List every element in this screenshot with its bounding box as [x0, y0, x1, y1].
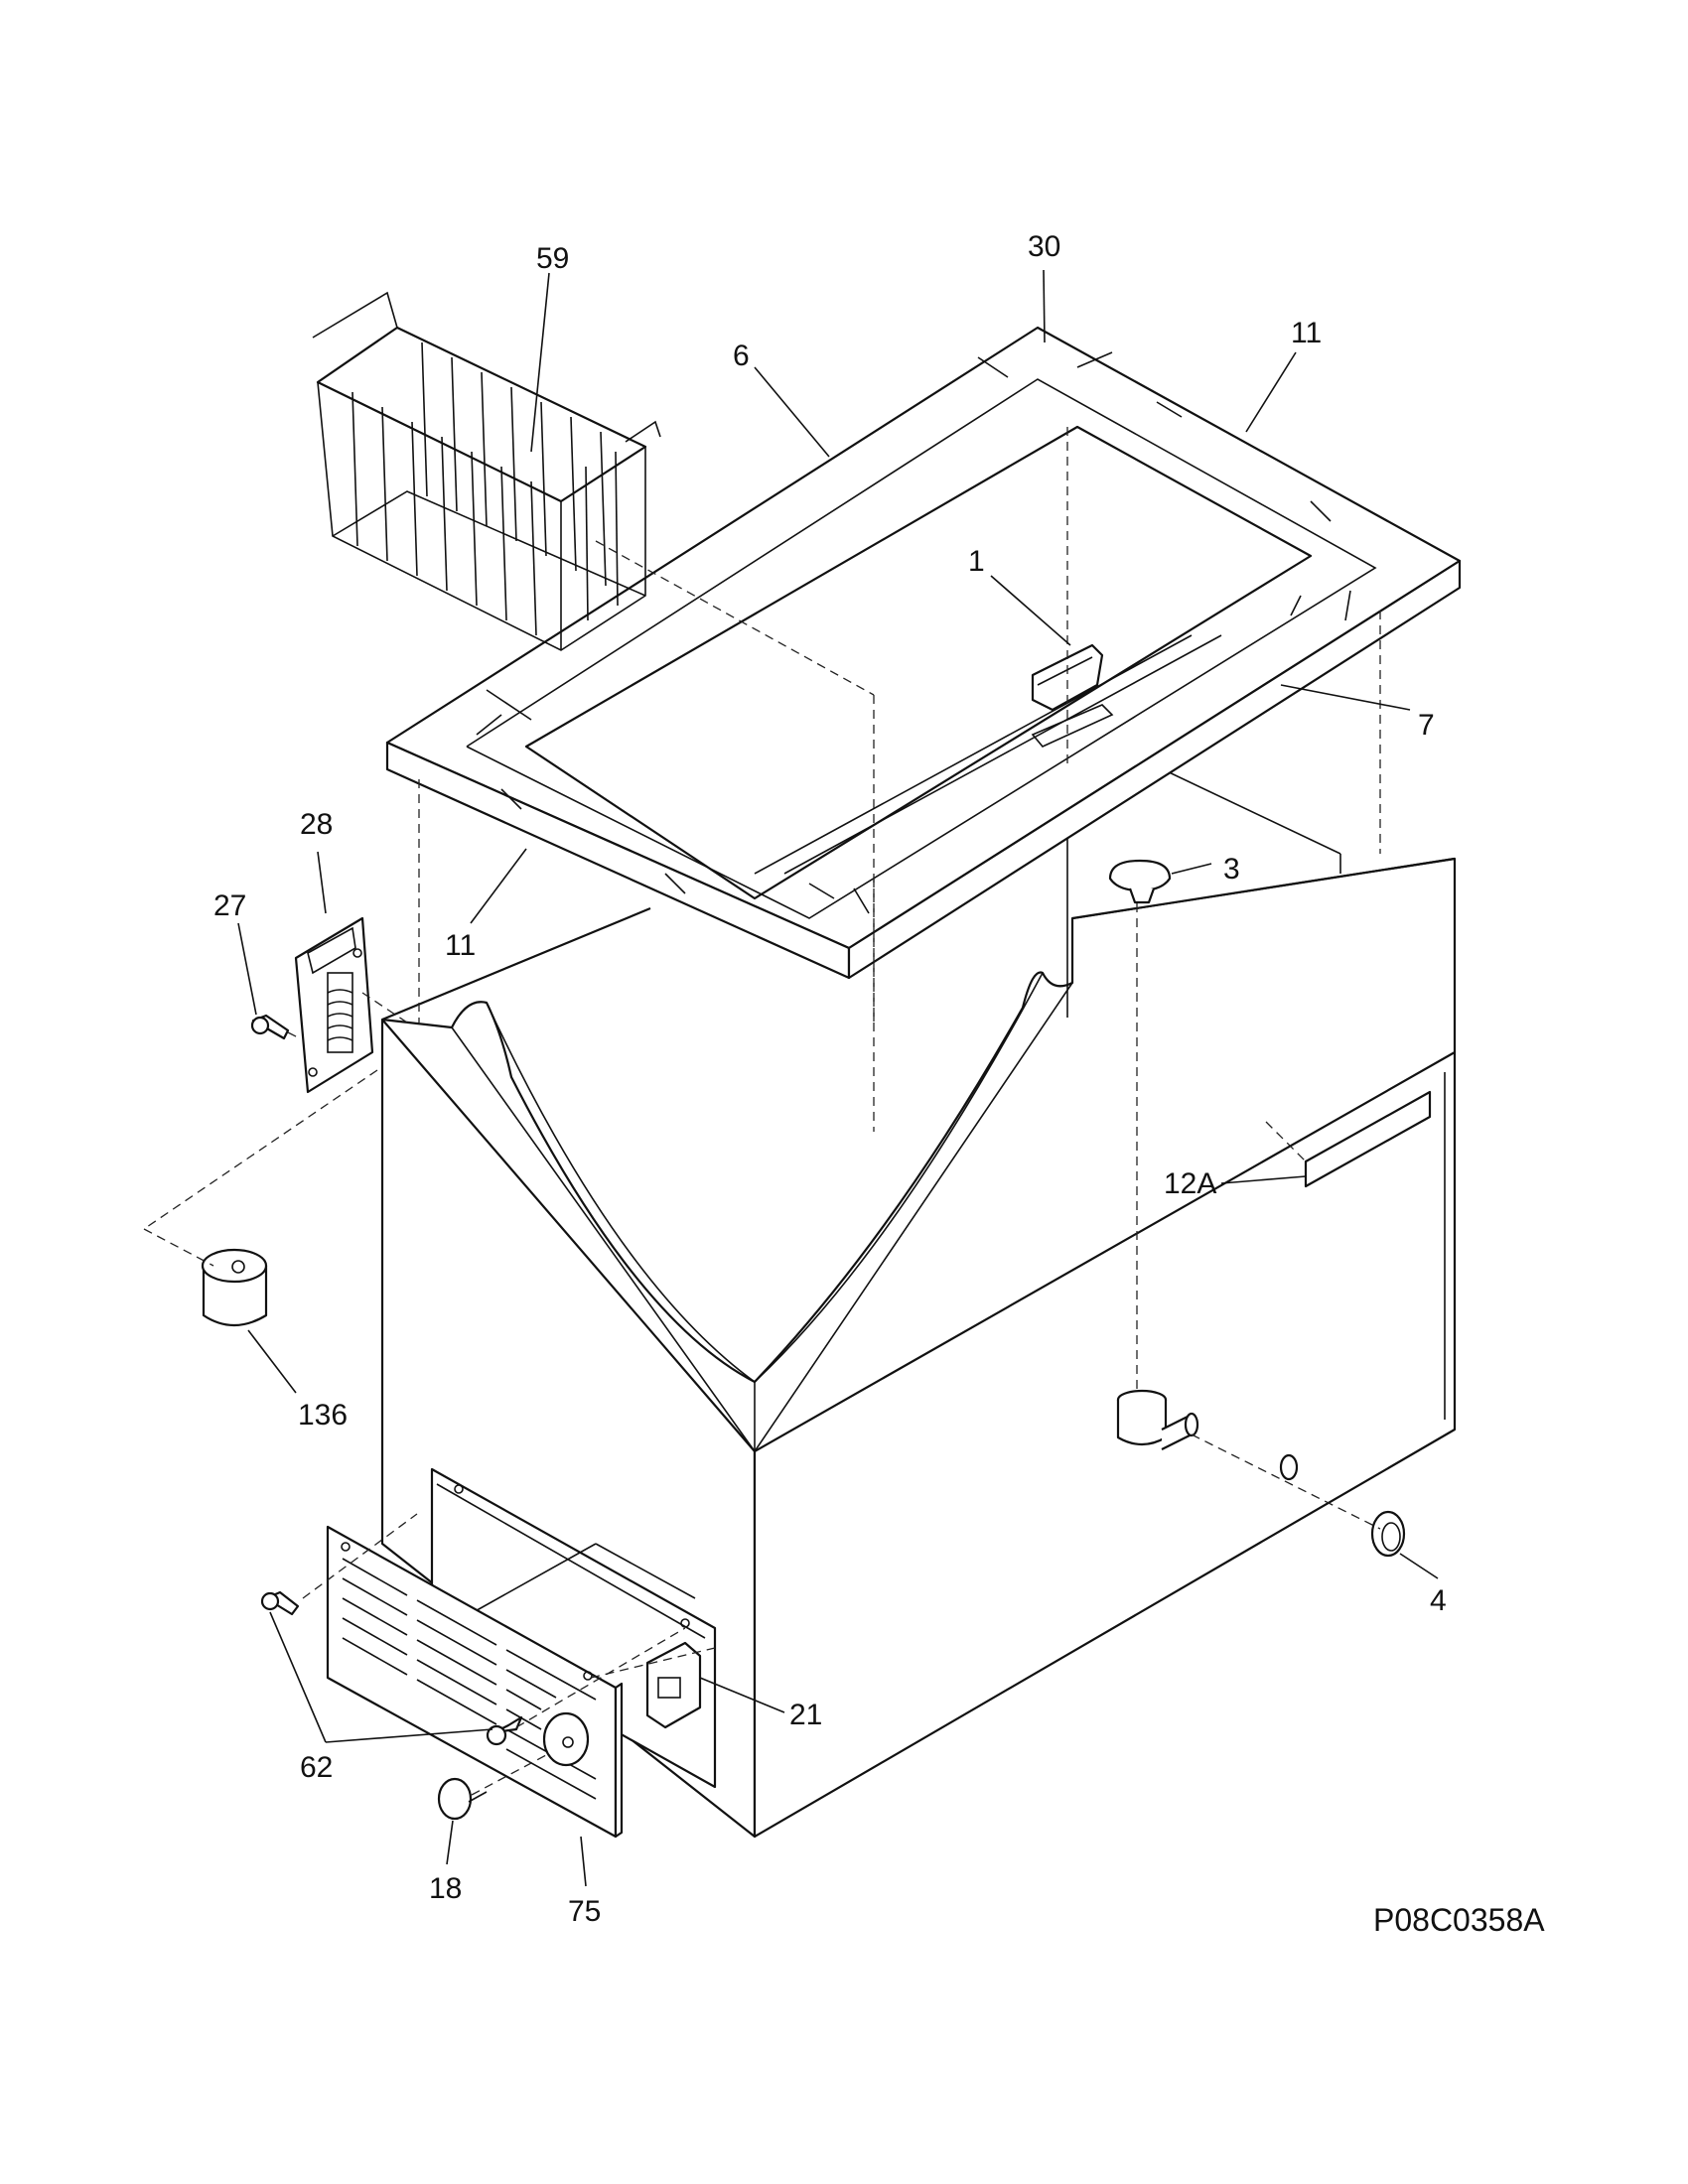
callout-27: 27 [213, 889, 246, 922]
machine-compartment [430, 1467, 717, 1789]
callout-11-bottom: 11 [445, 929, 476, 962]
callout-136: 136 [298, 1399, 348, 1432]
callout-7: 7 [1418, 709, 1435, 742]
callout-labels: 59 30 6 11 1 7 28 27 3 11 12A 136 4 21 6… [213, 230, 1545, 1938]
callout-3: 3 [1223, 853, 1240, 886]
callout-21: 21 [789, 1699, 822, 1731]
hinge-screw [250, 1014, 290, 1040]
hinge-assembly [294, 916, 374, 1094]
callout-6: 6 [733, 340, 750, 372]
drain-seal [1279, 1453, 1299, 1481]
callout-11-top: 11 [1291, 317, 1322, 349]
callout-59: 59 [536, 242, 569, 275]
grille-screw-left [260, 1590, 300, 1616]
electrical-box [645, 1641, 702, 1729]
drain-tube [1116, 1389, 1199, 1450]
callout-1: 1 [968, 545, 985, 578]
hinge-cover [201, 1248, 268, 1326]
callout-30: 30 [1028, 230, 1060, 263]
assembly-lines [143, 427, 1381, 1796]
callout-18: 18 [429, 1872, 462, 1905]
label-plate [1304, 1090, 1432, 1188]
callout-12A: 12A [1164, 1167, 1216, 1200]
wire-basket [312, 291, 661, 651]
callout-62: 62 [300, 1751, 333, 1784]
leader-lines [237, 269, 1439, 1887]
drain-plug-top [1108, 859, 1172, 904]
front-grille [326, 1525, 624, 1839]
grille-screw-right [486, 1715, 523, 1746]
drain-cap [1370, 1510, 1406, 1558]
lid-gasket-frame [385, 326, 1462, 980]
callout-75: 75 [568, 1895, 601, 1928]
callout-28: 28 [300, 808, 333, 841]
drawing-code: P08C0358A [1373, 1902, 1545, 1938]
callout-4: 4 [1430, 1584, 1447, 1617]
grille-plug [437, 1777, 488, 1821]
